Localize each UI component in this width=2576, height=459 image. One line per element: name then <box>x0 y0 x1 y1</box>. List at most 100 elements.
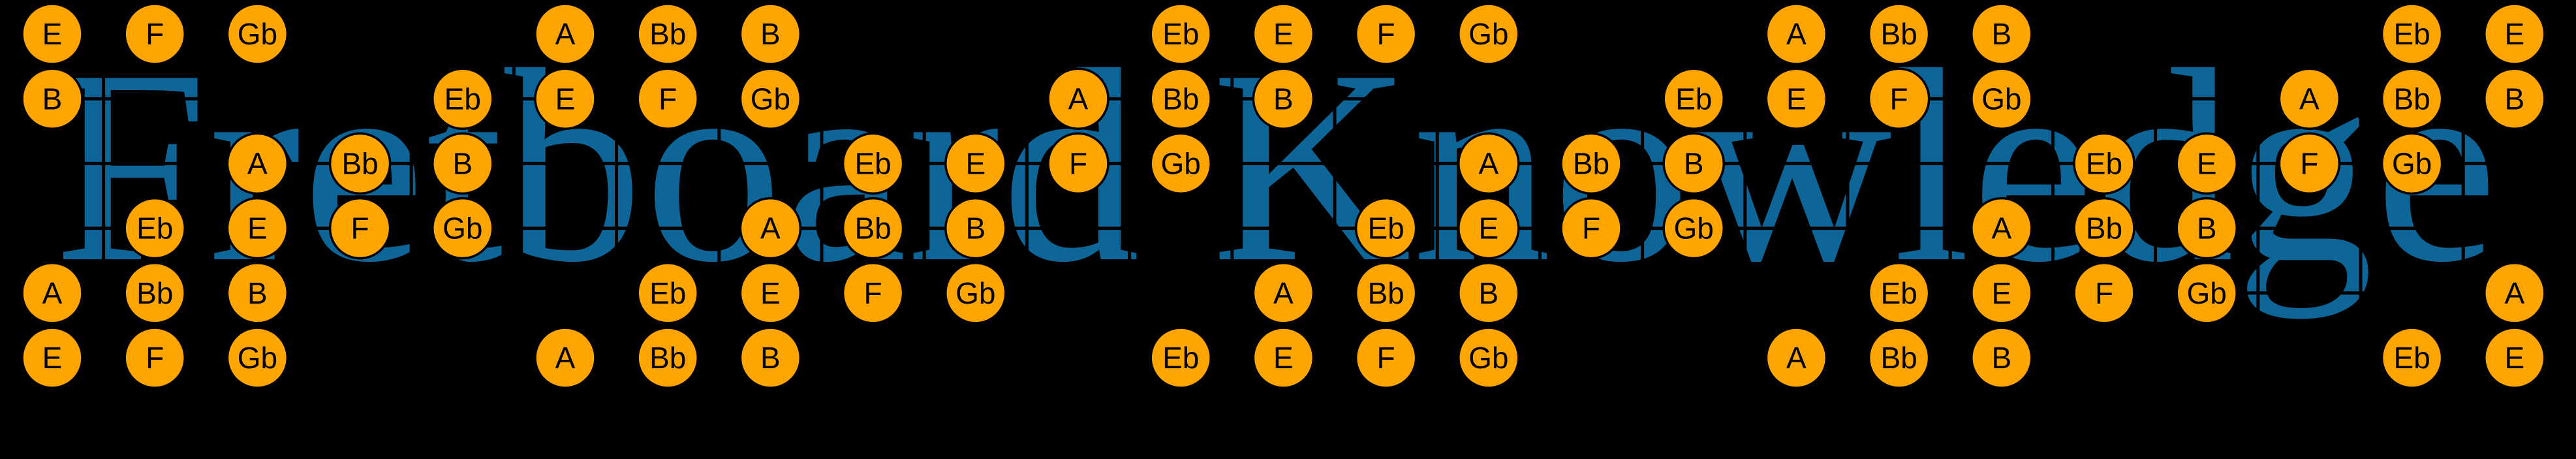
note-label: Eb <box>1367 212 1404 245</box>
note-circle <box>123 262 186 324</box>
note-circle <box>1149 326 1212 389</box>
note-label: A <box>2299 82 2320 116</box>
note-circle <box>226 3 289 65</box>
note-label: Gb <box>238 341 277 375</box>
note-label: E <box>1991 276 2011 310</box>
note-label: A <box>2504 276 2524 310</box>
note-circle <box>1662 197 1725 260</box>
note-label: B <box>1991 17 2011 51</box>
note-circle <box>226 197 289 260</box>
note-circle <box>1765 67 1828 130</box>
note-label: Bb <box>1880 341 1917 375</box>
note-circle <box>21 326 84 389</box>
note-circle <box>1457 326 1520 389</box>
note-circle <box>226 262 289 324</box>
note-circle <box>123 3 186 65</box>
note-circle <box>21 67 84 130</box>
note-label: Bb <box>341 147 378 181</box>
note-circle <box>636 262 699 324</box>
note-label: E <box>42 17 63 51</box>
note-label: A <box>1068 82 1089 116</box>
note-label: B <box>2197 212 2217 245</box>
note-circle <box>944 197 1007 260</box>
note-circle <box>2175 197 2238 260</box>
note-circle <box>534 67 597 130</box>
note-circle <box>1867 326 1931 389</box>
note-circle <box>328 197 392 260</box>
note-label: F <box>1890 82 1908 116</box>
note-label: B <box>760 17 781 51</box>
note-label: B <box>452 147 473 181</box>
note-circle <box>739 197 802 260</box>
note-label: E <box>2197 147 2217 181</box>
note-circle <box>2278 67 2341 130</box>
note-circle <box>841 132 905 195</box>
note-label: Gb <box>2187 276 2227 310</box>
note-circle <box>1354 326 1418 389</box>
note-circle <box>1765 326 1828 389</box>
note-circle <box>2483 67 2546 130</box>
note-label: Eb <box>2393 341 2430 375</box>
note-label: Eb <box>2393 17 2430 51</box>
note-label: B <box>1991 341 2011 375</box>
note-circle <box>841 197 905 260</box>
note-circle <box>2175 132 2238 195</box>
note-label: Gb <box>2392 147 2432 181</box>
note-circle <box>1457 197 1520 260</box>
note-label: Bb <box>649 341 686 375</box>
note-circle <box>1457 3 1520 65</box>
note-label: Eb <box>1162 17 1199 51</box>
note-label: F <box>2300 147 2318 181</box>
note-label: Gb <box>442 212 482 245</box>
note-circle <box>1970 262 2033 324</box>
note-label: A <box>1786 17 1807 51</box>
note-label: F <box>146 17 164 51</box>
note-circle <box>1252 262 1315 324</box>
note-label: B <box>2504 82 2524 116</box>
note-label: Eb <box>2086 147 2122 181</box>
note-label: A <box>760 212 781 245</box>
note-label: E <box>42 341 63 375</box>
note-label: B <box>1684 147 1704 181</box>
note-circle <box>739 326 802 389</box>
note-label: Bb <box>1162 82 1199 116</box>
note-label: B <box>1273 82 1294 116</box>
note-label: Bb <box>1880 17 1917 51</box>
note-circle <box>1867 262 1931 324</box>
note-circle <box>1047 132 1110 195</box>
note-label: Bb <box>1573 147 1609 181</box>
note-circle <box>944 132 1007 195</box>
note-circle <box>636 3 699 65</box>
note-label: E <box>1273 17 1294 51</box>
note-label: Eb <box>854 147 891 181</box>
note-circle <box>2483 326 2546 389</box>
note-circle <box>1252 3 1315 65</box>
note-label: E <box>247 212 268 245</box>
note-circle <box>2483 262 2546 324</box>
note-circle <box>636 67 699 130</box>
note-label: E <box>1786 82 1807 116</box>
note-label: F <box>864 276 882 310</box>
note-label: A <box>1786 341 1807 375</box>
note-circle <box>2380 3 2444 65</box>
note-circle <box>1354 197 1418 260</box>
note-label: Gb <box>1468 17 1508 51</box>
note-label: Bb <box>136 276 173 310</box>
note-label: Bb <box>1367 276 1404 310</box>
note-circle <box>1970 197 2033 260</box>
note-circle <box>226 132 289 195</box>
note-label: B <box>965 212 985 245</box>
note-circle <box>2380 326 2444 389</box>
note-label: E <box>760 276 781 310</box>
note-label: F <box>1582 212 1600 245</box>
note-label: A <box>42 276 63 310</box>
note-label: A <box>247 147 268 181</box>
note-circle <box>1457 132 1520 195</box>
note-label: E <box>1478 212 1498 245</box>
note-circle <box>739 3 802 65</box>
note-circle <box>21 3 84 65</box>
note-label: B <box>760 341 781 375</box>
note-circle <box>739 262 802 324</box>
note-circle <box>2073 197 2135 260</box>
note-circle <box>328 132 392 195</box>
